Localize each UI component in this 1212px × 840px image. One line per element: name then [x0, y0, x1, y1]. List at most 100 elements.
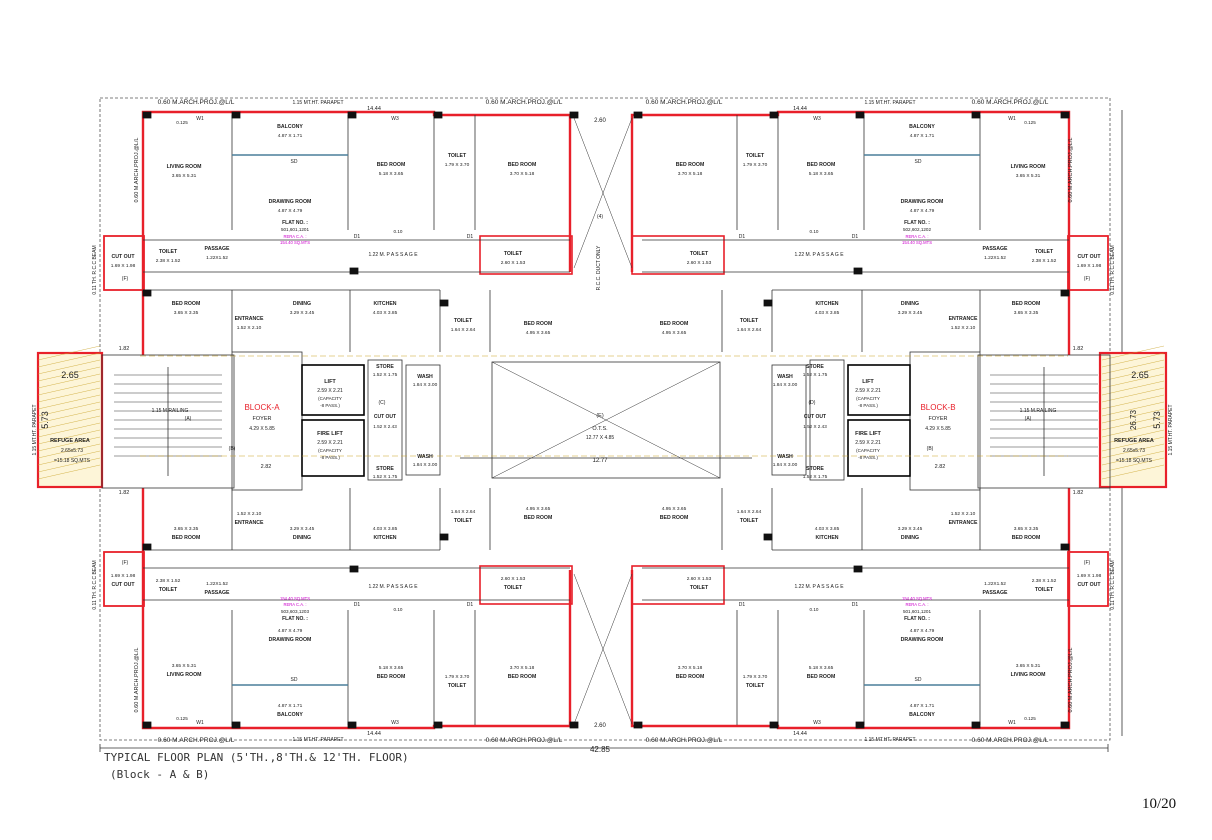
room-size: 5.18 X 3.65 — [809, 665, 834, 671]
room-name: DINING — [293, 535, 311, 541]
room-name: TOILET — [504, 585, 523, 591]
structural-column — [633, 721, 643, 729]
refuge-label: REFUGE AREA — [50, 438, 90, 444]
fire-lift-size: 2.59 X 2.21 — [317, 440, 343, 446]
room-size: 3.65 X 5.31 — [1016, 173, 1041, 179]
span-dim: 14.44 — [367, 106, 381, 112]
thickness-mark: 0.10 — [394, 229, 403, 234]
room-size: 1.64 X 2.64 — [737, 509, 762, 515]
duct-cross — [573, 573, 633, 725]
room-size: 4.03 X 3.85 — [373, 526, 398, 532]
refuge-hatch — [37, 457, 101, 473]
room-name: CUT OUT — [111, 254, 135, 260]
window-mark: W3 — [391, 116, 399, 122]
fire-lift-pass: -8 PASS.) — [320, 455, 340, 460]
refuge-hatch — [37, 359, 101, 375]
rera-label: RERA C.A. : — [905, 234, 928, 239]
flat-wall-br — [630, 488, 1071, 730]
wash-label: WASH — [417, 454, 433, 460]
refuge-hatch — [1101, 436, 1165, 452]
room-size: 5.18 X 3.65 — [379, 665, 404, 671]
lift-box — [847, 364, 911, 416]
structural-column — [1060, 289, 1070, 297]
foyer-label: FOYER — [253, 416, 272, 422]
room-name: CUT OUT — [111, 582, 135, 588]
structural-column — [347, 721, 357, 729]
door-mark: D1 — [467, 234, 474, 240]
room-name: LIVING ROOM — [1011, 672, 1046, 678]
refuge-hatch — [1101, 387, 1165, 403]
room-name: DRAWING ROOM — [269, 637, 312, 643]
rera-label: RERA C.A. : — [283, 234, 306, 239]
stair-width-dim: 2.65 — [61, 370, 79, 380]
sliding-door-mark: SD — [291, 159, 298, 165]
room-size: 4.03 X 3.85 — [373, 310, 398, 316]
block-a-label: BLOCK-A — [244, 403, 280, 412]
room-size: 1.52 X 2.10 — [237, 325, 262, 331]
room-name: TOILET — [454, 318, 473, 324]
refuge-hatch — [37, 429, 101, 445]
rcc-beam-label: 0.11 TH. R.C.C BEAM — [92, 560, 98, 609]
flat-no-label: FLAT NO. : — [282, 220, 308, 226]
structural-column — [763, 299, 773, 307]
structural-column — [439, 299, 449, 307]
mark-c: (C) — [379, 400, 386, 406]
refuge-parapet-label: 1.15 MT.HT. PARAPET — [1168, 404, 1174, 455]
refuge-hatch — [37, 345, 101, 361]
fire-lift-box — [847, 419, 911, 477]
cutout-small-size: 1.52 X 2.43 — [803, 424, 827, 429]
ots-name: O.T.S. — [592, 426, 608, 432]
flat-no-label: FLAT NO. : — [904, 220, 930, 226]
room-name: ENTRANCE — [949, 316, 978, 322]
structural-column — [853, 267, 863, 275]
room-name: TOILET — [690, 585, 709, 591]
room-name: TOILET — [1035, 587, 1054, 593]
room-size: 3.70 X 5.18 — [510, 171, 535, 177]
refuge-hatch — [1101, 345, 1165, 361]
room-name: PASSAGE — [983, 590, 1009, 596]
room-size: 2.38 X 1.52 — [156, 578, 181, 584]
refuge-size: 2.65x5.73 — [61, 448, 83, 454]
rera-area: 154.40 SQ.MTS — [902, 240, 932, 245]
room-name: TOILET — [1035, 249, 1054, 255]
room-size: 1.22X1.52 — [206, 581, 228, 587]
structural-column — [763, 533, 773, 541]
parapet-label: 1.15 MT.HT. PARAPET — [864, 100, 915, 106]
lift-gap-dim: 2.82 — [935, 464, 946, 470]
side-dim: 1.82 — [119, 346, 130, 352]
refuge-hatch — [37, 387, 101, 403]
refuge-hatch — [1101, 450, 1165, 466]
window-mark: W1 — [1008, 720, 1016, 726]
room-name: DINING — [901, 301, 919, 307]
window-mark: W1 — [196, 116, 204, 122]
room-size: 1.64 X 2.64 — [737, 327, 762, 333]
structural-column — [971, 721, 981, 729]
room-name: BED ROOM — [172, 535, 201, 541]
flat-wall-bl — [141, 488, 572, 730]
wash-size: 1.84 X 3.00 — [773, 382, 798, 388]
wash-col — [405, 364, 441, 476]
arch-proj-label: 0.60 M.ARCH.PROJ.@L/L — [972, 737, 1049, 744]
room-name: TOILET — [746, 683, 765, 689]
room-name: KITCHEN — [373, 535, 396, 541]
stair-mark-b: (B) — [229, 446, 236, 452]
room-name: KITCHEN — [815, 301, 838, 307]
refuge-hatch — [37, 464, 101, 480]
foyer-size: 4.29 X 5.85 — [925, 426, 951, 432]
lift-pass: -8 PASS.) — [858, 403, 878, 408]
arch-proj-vertical: 0.60 M.ARCH.PROJ.@L/L — [134, 138, 140, 203]
room-size: 1.79 X 3.70 — [445, 674, 470, 680]
flat-no-label: FLAT NO. : — [282, 616, 308, 622]
room-size: 1.69 X 1.98 — [111, 263, 136, 269]
duct-cross — [573, 117, 633, 269]
room-name: DINING — [293, 301, 311, 307]
duct-mark: (4) — [597, 214, 603, 220]
room-name: BALCONY — [277, 712, 303, 718]
store-label: STORE — [376, 364, 394, 370]
arch-proj-vertical: 0.60 M.ARCH.PROJ.@L/L — [1068, 648, 1074, 713]
room-size: 1.69 X 1.98 — [1077, 573, 1102, 579]
rera-label: RERA C.A. : — [905, 602, 928, 607]
room-size: 4.03 X 3.85 — [815, 310, 840, 316]
structural-column — [569, 721, 579, 729]
